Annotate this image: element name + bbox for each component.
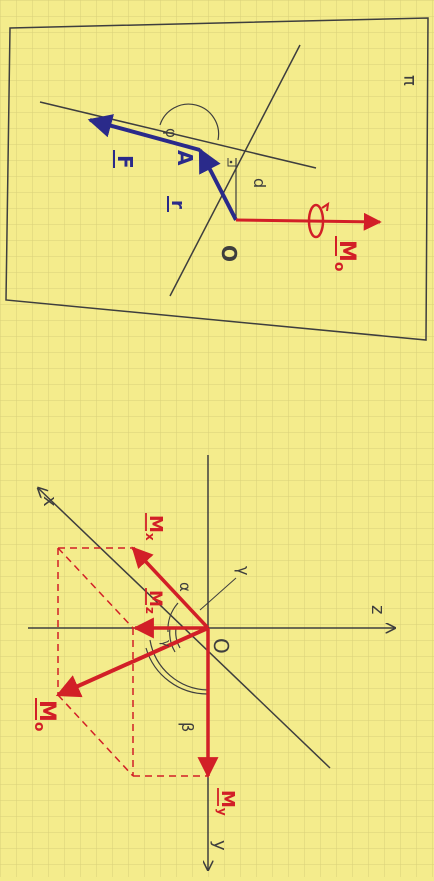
z-axis-label: z (367, 605, 388, 614)
angle-alpha-arc (167, 602, 179, 633)
projection-dashes (57, 547, 208, 777)
moment-resultant-arrow (55, 626, 209, 698)
origin-label-top: O (217, 245, 241, 262)
moment-rotation-arrowhead (321, 201, 330, 212)
moment-label-top: Mo (331, 240, 359, 272)
right-angle-dot (229, 160, 233, 164)
x-axis-label: x (39, 496, 60, 507)
force-vector-arrow (87, 114, 201, 152)
angle-phi-arc (159, 103, 220, 141)
force-label: F (113, 155, 137, 169)
origin-label-bottom: O (209, 638, 233, 654)
plane-pi-label: π (399, 75, 420, 86)
point-A-label: A (173, 150, 197, 166)
force-line-of-action (39, 101, 317, 169)
angle-beta-arc-2 (145, 647, 209, 695)
radius-vector-label: r (167, 200, 188, 209)
angle-beta-label: β (178, 722, 197, 732)
line-through-origin (169, 44, 301, 297)
moment-y-label: My (215, 790, 238, 816)
angle-gamma-pointer (199, 577, 237, 611)
moment-x-label: Mx (143, 515, 166, 541)
moment-z-label: Mz (143, 590, 165, 614)
angle-beta-arc (149, 639, 209, 691)
radius-vector-arrow (198, 147, 238, 221)
bottom-figure: O x y z Mx Mz My Mo α β γ γ (28, 455, 395, 870)
top-figure: π φ O A r F d Mo (5, 17, 429, 341)
right-angle-mark (227, 158, 236, 167)
angle-gamma-label: γ (159, 640, 173, 647)
moment-x-component-arrow (131, 546, 210, 630)
plane-pi-outline (5, 17, 429, 341)
angle-phi-label: φ (162, 128, 180, 138)
angle-alpha-label: α (176, 582, 194, 592)
y-axis-label: y (209, 840, 230, 851)
angle-gamma-pointer-label: γ (234, 566, 253, 575)
distance-label: d (250, 178, 269, 188)
moment-resultant-label: Mo (31, 700, 59, 732)
moment-rotation-circle (307, 203, 325, 239)
